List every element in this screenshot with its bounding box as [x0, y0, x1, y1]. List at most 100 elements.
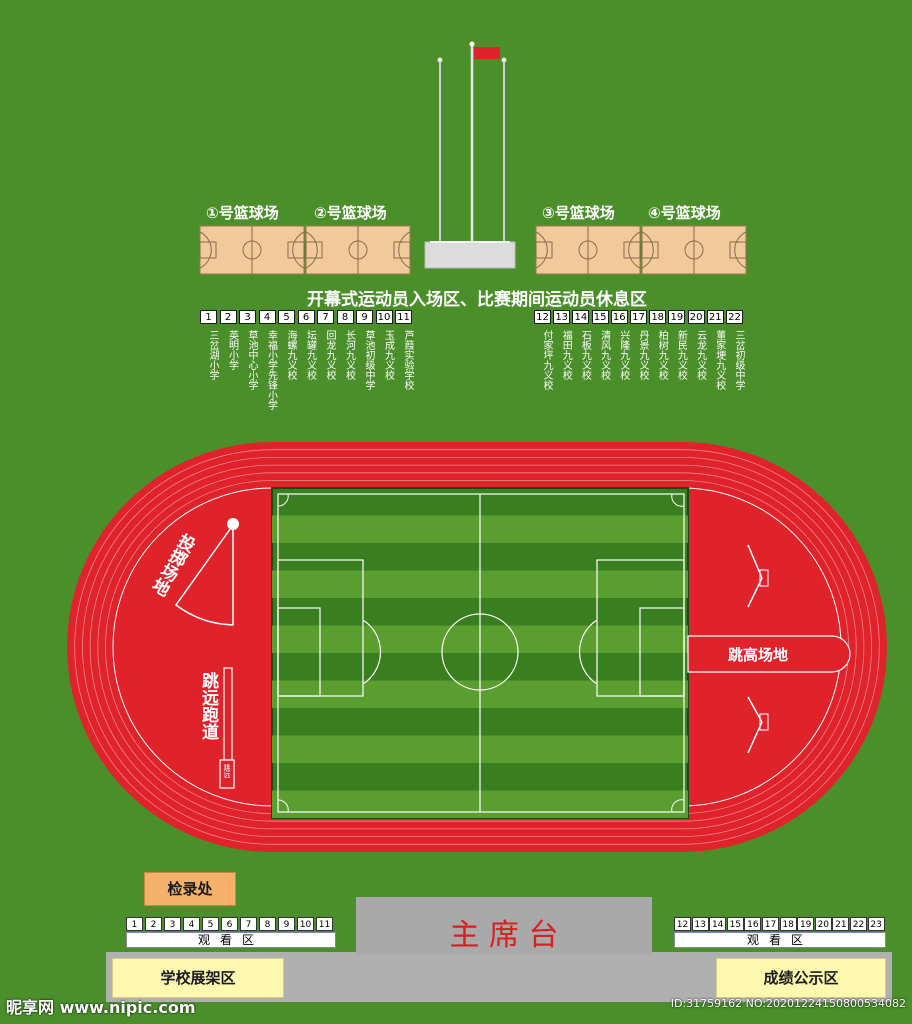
watermark: 昵享网 www.nipic.com	[6, 998, 196, 1017]
court-title-4: ④号篮球场	[648, 204, 721, 222]
track-lane-line	[82, 457, 872, 837]
stand-section: 9	[278, 917, 295, 931]
results-board-area: 成绩公示区	[716, 958, 886, 998]
school-number: 17	[630, 310, 647, 324]
school-name: 云龙九义校	[694, 330, 706, 380]
long-jump-runway	[219, 667, 235, 789]
school-name: 兴隆九义校	[617, 330, 629, 380]
school-name: 草池中心小学	[246, 330, 257, 390]
basketball-court-2	[305, 225, 411, 275]
basketball-courts	[199, 225, 747, 275]
school-name: 英明小学	[226, 330, 238, 370]
stand-section: 12	[674, 917, 691, 931]
image-id: ID:31759162 NO:20201224150800534082	[670, 997, 906, 1010]
flag	[474, 47, 500, 59]
school-number: 3	[239, 310, 256, 324]
school-name: 回龙九义校	[324, 330, 335, 380]
stand-section: 17	[762, 917, 779, 931]
school-number: 19	[668, 310, 686, 324]
school-number: 13	[553, 310, 571, 324]
school-name: 长河九义校	[343, 330, 355, 380]
school-number: 14	[572, 310, 590, 324]
school-number: 16	[610, 310, 628, 324]
school-name: 幸福小学先锋小学	[265, 330, 277, 410]
stand-section: 19	[797, 917, 815, 931]
stand-section: 10	[297, 917, 314, 931]
checkin-desk: 检录处	[144, 872, 236, 906]
school-number: 8	[336, 310, 354, 324]
school-display-area: 学校展架区	[112, 958, 284, 998]
long-jump-pit-label: 跳远	[223, 764, 231, 778]
stand-section: 23	[867, 917, 885, 931]
stand-section: 18	[779, 917, 797, 931]
stands-left-label: 观看区	[126, 932, 336, 948]
football-field	[271, 487, 689, 819]
school-name: 董家埂九义校	[713, 330, 725, 390]
school-name: 清风九义校	[598, 330, 610, 380]
school-number: 18	[649, 310, 667, 324]
track-lane-line	[89, 464, 865, 830]
rostrum-label: 主 席 台	[449, 918, 559, 953]
high-jump-area	[687, 544, 851, 754]
school-number: 7	[317, 310, 334, 324]
school-number: 20	[687, 310, 705, 324]
stand-section: 5	[202, 917, 219, 931]
school-number: 12	[534, 310, 551, 324]
track-lane-line	[97, 472, 857, 822]
school-name: 石板九义校	[579, 330, 591, 380]
school-name: 福田九义校	[560, 330, 572, 380]
stand-section: 8	[259, 917, 276, 931]
school-number: 15	[591, 310, 609, 324]
school-number: 11	[395, 310, 412, 324]
stand-section: 3	[164, 917, 181, 931]
court-title-2: ②号篮球场	[314, 204, 387, 222]
flagpoles	[424, 41, 516, 269]
school-number: 4	[258, 310, 276, 324]
stand-section: 21	[832, 917, 850, 931]
court-title-1: ①号篮球场	[206, 204, 279, 222]
school-name: 付家坪九义校	[541, 330, 552, 390]
stand-section: 7	[240, 917, 257, 931]
school-name: 新民九义校	[675, 330, 687, 380]
stands-right-label: 观看区	[674, 932, 886, 948]
basketball-court-4	[641, 225, 747, 275]
stand-section: 20	[814, 917, 832, 931]
long-jump-label: 跳远跑道	[198, 672, 218, 740]
stand-section: 4	[183, 917, 200, 931]
flag-platform	[424, 241, 516, 269]
stand-section: 13	[691, 917, 709, 931]
throwing-sector	[174, 518, 239, 626]
school-name: 丹景九义校	[637, 330, 648, 380]
school-name: 三岔初级中学	[733, 330, 744, 390]
stand-section: 11	[316, 917, 333, 931]
stand-section: 16	[744, 917, 762, 931]
athlete-zone-title: 开幕式运动员入场区、比赛期间运动员休息区	[307, 290, 647, 310]
high-jump-label: 跳高场地	[728, 646, 789, 664]
school-number: 21	[706, 310, 724, 324]
track-lane-line	[74, 449, 880, 845]
school-name: 海螺九义校	[285, 330, 296, 380]
stand-section: 1	[126, 917, 143, 931]
stand-section: 15	[726, 917, 744, 931]
school-number: 22	[726, 310, 743, 324]
school-number: 9	[356, 310, 373, 324]
school-name: 柏树九义校	[656, 330, 668, 380]
stand-section: 2	[145, 917, 162, 931]
school-number: 5	[278, 310, 295, 324]
school-name: 三岔湖小学	[207, 330, 218, 380]
school-name: 芦葭实验学校	[402, 330, 413, 390]
basketball-court-3	[535, 225, 641, 275]
school-number: 10	[375, 310, 393, 324]
court-title-3: ③号篮球场	[542, 204, 615, 222]
stand-section: 22	[850, 917, 867, 931]
school-name: 玉成九义校	[382, 330, 394, 380]
school-number: 6	[297, 310, 315, 324]
school-name: 坛罐九义校	[304, 330, 316, 380]
school-name: 草池初级中学	[363, 330, 374, 390]
school-number: 2	[219, 310, 237, 324]
stand-section: 6	[221, 917, 238, 931]
stand-section: 14	[709, 917, 727, 931]
school-number: 1	[200, 310, 217, 324]
